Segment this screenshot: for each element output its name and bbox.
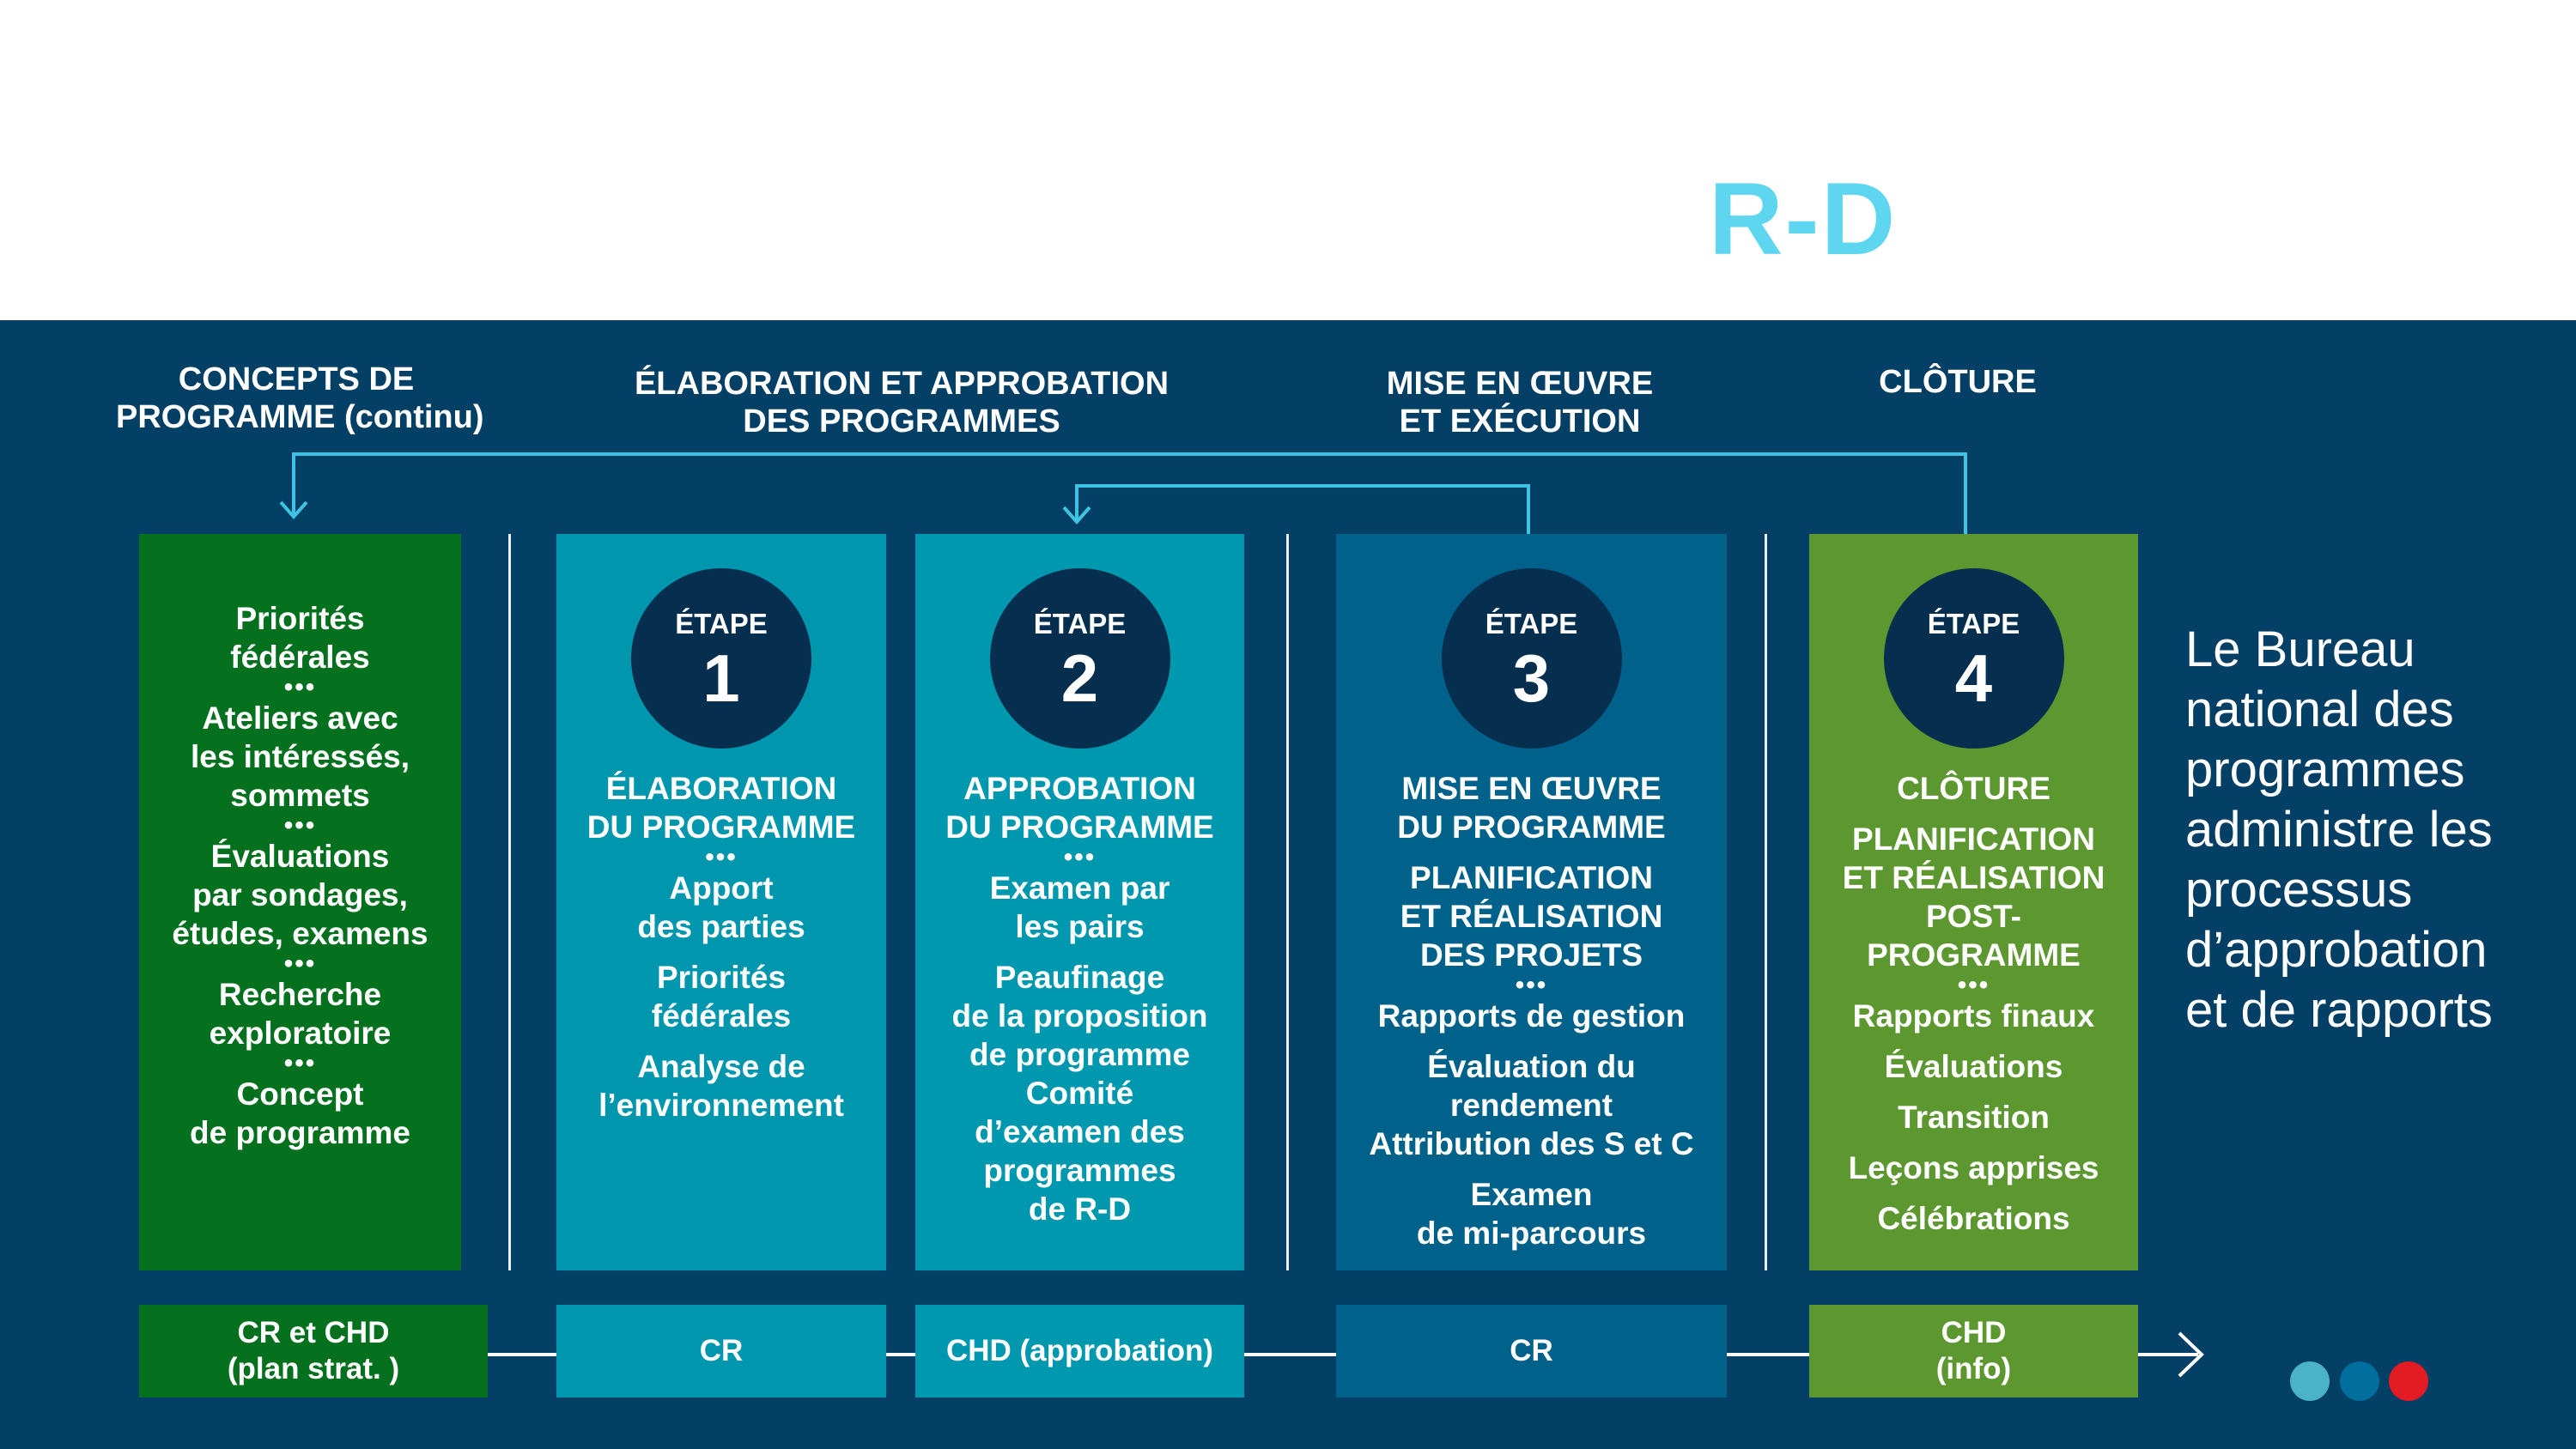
phase-heading-closure: CLÔTURE: [1879, 364, 2037, 400]
step-heading: DU PROGRAMME: [945, 809, 1214, 845]
list-item: fédérales: [230, 640, 370, 675]
step-heading: ÉLABORATION: [605, 771, 837, 806]
list-item: de la proposition: [951, 998, 1208, 1034]
column-step-1: ÉTAPE 1 ÉLABORATION DU PROGRAMME ••• App…: [556, 534, 886, 1270]
step-badge: ÉTAPE 3: [1441, 568, 1622, 749]
list-item: Peaufinage: [994, 960, 1165, 995]
list-item: l’environnement: [598, 1088, 844, 1123]
separator-dots: •••: [1957, 971, 1990, 999]
list-item: exploratoire: [209, 1016, 392, 1051]
list-item: de R-D: [1028, 1191, 1132, 1227]
separator-dots: •••: [283, 811, 317, 840]
step-heading: APPROBATION: [963, 771, 1196, 806]
list-item: les pairs: [1015, 909, 1145, 944]
list-item: Évaluations: [210, 839, 390, 874]
list-item: Rapports de gestion: [1377, 998, 1686, 1034]
step-badge: ÉTAPE 2: [989, 568, 1170, 749]
separator-dots: •••: [283, 949, 317, 978]
footer-box-step-2: CHD (approbation): [915, 1305, 1244, 1397]
list-item: Priorités: [235, 601, 365, 636]
return-arrow-closure-to-concepts: [292, 452, 1967, 534]
phase-divider: [1765, 534, 1767, 1270]
list-item: Leçons apprises: [1848, 1150, 2099, 1185]
arrowhead-approval: [1062, 506, 1091, 525]
list-item: Rapports finaux: [1852, 998, 2095, 1034]
list-item: Apport: [669, 870, 774, 906]
decorative-dot-red: [2389, 1361, 2428, 1401]
step-heading: DES PROJETS: [1419, 937, 1643, 973]
footer-box-step-4: CHD (info): [1809, 1305, 2138, 1397]
step-heading: DU PROGRAMME: [1397, 809, 1666, 845]
column-step-3: ÉTAPE 3 MISE EN ŒUVRE DU PROGRAMME PLANI…: [1336, 534, 1727, 1270]
step-heading: MISE EN ŒUVRE: [1401, 771, 1662, 806]
step-badge: ÉTAPE 1: [631, 568, 811, 749]
list-item: des parties: [637, 909, 805, 944]
column-step-2: ÉTAPE 2 APPROBATION DU PROGRAMME ••• Exa…: [915, 534, 1244, 1270]
list-item: programmes: [983, 1153, 1176, 1188]
step-heading: CLÔTURE: [1897, 771, 2050, 806]
list-item: fédérales: [651, 998, 792, 1034]
decorative-dot-light-blue: [2290, 1361, 2330, 1401]
return-arrow-execution-to-approval: [1075, 484, 1530, 537]
phase-heading-concepts: CONCEPTS DE PROGRAMME (continu): [116, 361, 484, 436]
step-heading: ET RÉALISATION: [1400, 899, 1663, 934]
phase-heading-execution: MISE EN ŒUVRE ET EXÉCUTION: [1386, 366, 1654, 440]
list-item: de programme: [189, 1115, 410, 1150]
page-title: R-D: [1709, 161, 1898, 276]
separator-dots: •••: [1063, 843, 1097, 871]
separator-dots: •••: [705, 843, 738, 871]
list-item: de mi-parcours: [1416, 1216, 1647, 1251]
step-heading: DU PROGRAMME: [586, 809, 856, 845]
list-item: Célébrations: [1877, 1201, 2070, 1236]
phase-divider: [508, 534, 511, 1270]
list-item: par sondages,: [192, 877, 408, 912]
footer-box-step-1: CR: [556, 1305, 886, 1397]
list-item: Transition: [1898, 1100, 2050, 1135]
separator-dots: •••: [283, 673, 317, 701]
footer-box-step-3: CR: [1336, 1305, 1727, 1397]
step-heading: POST-: [1925, 899, 2022, 934]
list-item: Analyse de: [637, 1049, 805, 1084]
step-badge: ÉTAPE 4: [1883, 568, 2064, 749]
phase-divider: [1286, 534, 1289, 1270]
list-item: rendement: [1449, 1088, 1613, 1123]
step-heading: PLANIFICATION: [1410, 860, 1653, 895]
phase-heading-development: ÉLABORATION ET APPROBATION DES PROGRAMME…: [634, 366, 1170, 440]
list-item: Examen par: [989, 870, 1170, 906]
list-item: Évaluation du: [1427, 1049, 1636, 1084]
decorative-dot-blue: [2340, 1361, 2379, 1401]
step-heading: ET RÉALISATION: [1842, 860, 2105, 895]
column-program-concepts: Priorités fédérales ••• Ateliers avec le…: [139, 534, 461, 1270]
list-item: Attribution des S et C: [1369, 1126, 1694, 1161]
step-heading: PROGRAMME: [1867, 937, 2081, 973]
list-item: Recherche: [218, 977, 382, 1012]
list-item: Concept: [236, 1076, 364, 1112]
list-item: Évaluations: [1884, 1049, 2063, 1084]
arrowhead-concepts: [279, 500, 308, 520]
side-description: Le Bureau national des programmes admini…: [2185, 621, 2493, 1038]
footer-box-concepts: CR et CHD (plan strat. ): [139, 1305, 488, 1397]
list-item: Ateliers avec: [202, 700, 398, 736]
list-item: sommets: [230, 778, 370, 813]
list-item: Priorités: [656, 960, 787, 995]
separator-dots: •••: [283, 1049, 317, 1077]
list-item: d’examen des: [975, 1114, 1185, 1149]
timeline-arrowhead: [2178, 1331, 2204, 1378]
list-item: de programme: [969, 1037, 1190, 1072]
list-item: études, examens: [172, 916, 428, 951]
list-item: Comité: [1025, 1076, 1134, 1111]
step-heading: PLANIFICATION: [1852, 822, 2095, 857]
column-step-4: ÉTAPE 4 CLÔTURE PLANIFICATION ET RÉALISA…: [1809, 534, 2138, 1270]
list-item: Examen: [1470, 1177, 1593, 1212]
separator-dots: •••: [1515, 971, 1548, 999]
list-item: les intéressés,: [190, 739, 410, 774]
